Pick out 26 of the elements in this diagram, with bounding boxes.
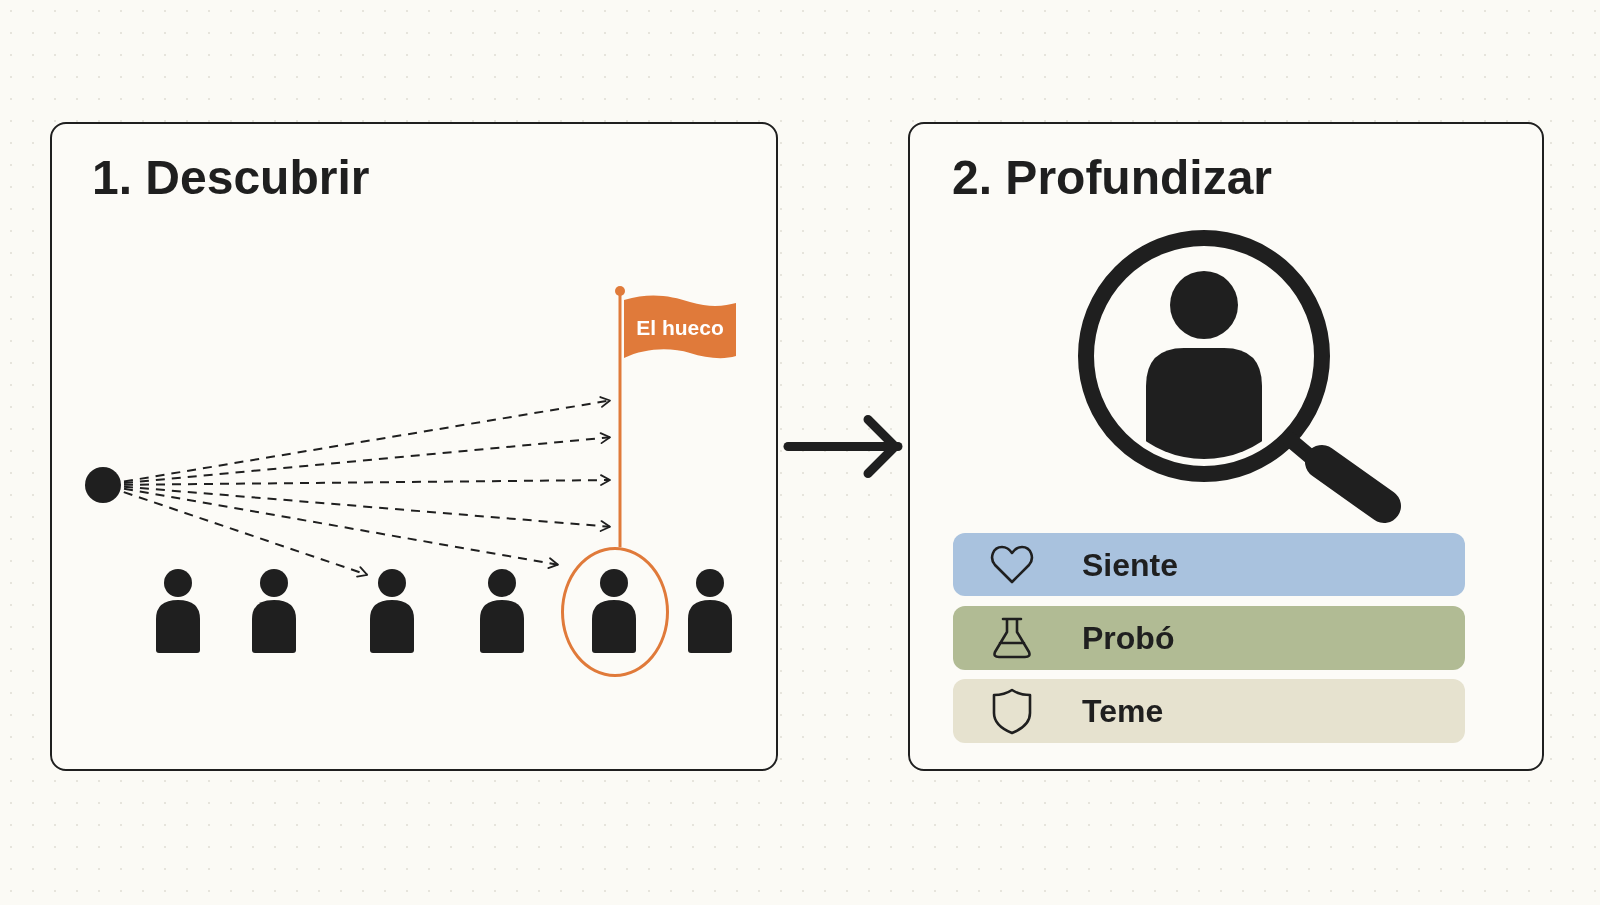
arrow xyxy=(783,415,903,478)
panel-title: 2. Profundizar xyxy=(952,150,1273,206)
dashed-arrow xyxy=(123,487,559,569)
bar-label: Siente xyxy=(1082,546,1179,583)
bar-label: Probó xyxy=(1082,620,1175,656)
person-icon xyxy=(688,569,732,653)
panel-title: 1. Descubrir xyxy=(92,150,370,206)
dot xyxy=(85,467,121,503)
dashed-arrow xyxy=(123,474,611,486)
dashed-arrow xyxy=(122,491,369,578)
category-bar xyxy=(953,679,1465,743)
flag-label: El hueco xyxy=(636,316,724,340)
person-icon xyxy=(480,569,524,653)
person-icon xyxy=(592,569,636,653)
person-icon xyxy=(252,569,296,653)
person-icon xyxy=(156,569,200,653)
category-bar xyxy=(953,606,1465,670)
dashed-arrow xyxy=(123,432,611,484)
highlight-ring xyxy=(561,547,669,677)
dashed-arrow xyxy=(123,396,611,483)
panel xyxy=(50,122,778,771)
dashed-arrow xyxy=(123,485,611,532)
bar-label: Teme xyxy=(1082,693,1164,729)
panel xyxy=(908,122,1544,771)
category-bar xyxy=(953,533,1465,596)
person-icon xyxy=(370,569,414,653)
